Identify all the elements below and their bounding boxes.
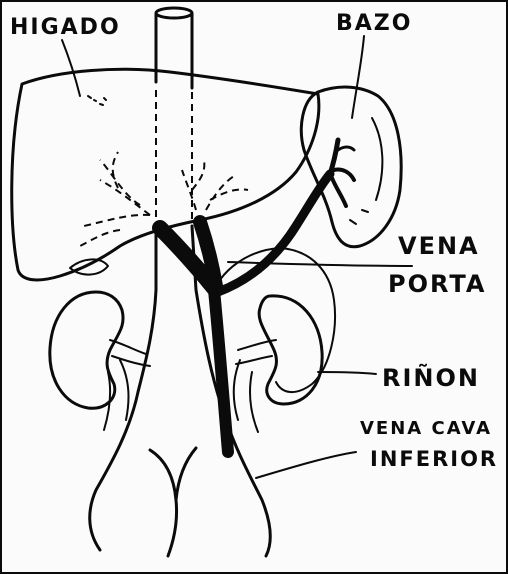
- label-liver: HIGADO: [10, 15, 121, 40]
- label-portal-vein-line1: VENA: [398, 232, 480, 260]
- label-ivc-line1: VENA CAVA: [360, 418, 492, 439]
- label-portal-vein-line2: PORTA: [388, 270, 486, 298]
- spleen: [301, 87, 401, 247]
- kidney-left: [50, 292, 150, 408]
- label-ivc-line2: INFERIOR: [370, 447, 498, 471]
- leader-spleen: [352, 36, 364, 118]
- leader-kidney: [318, 372, 376, 374]
- label-spleen: BAZO: [336, 11, 412, 36]
- vena-cava-upper: [156, 8, 192, 225]
- stomach-outline: [210, 248, 335, 392]
- leader-portal-vein: [228, 262, 412, 266]
- label-kidney: RIÑON: [382, 363, 480, 392]
- leader-liver: [62, 40, 80, 96]
- leader-ivc: [256, 452, 356, 478]
